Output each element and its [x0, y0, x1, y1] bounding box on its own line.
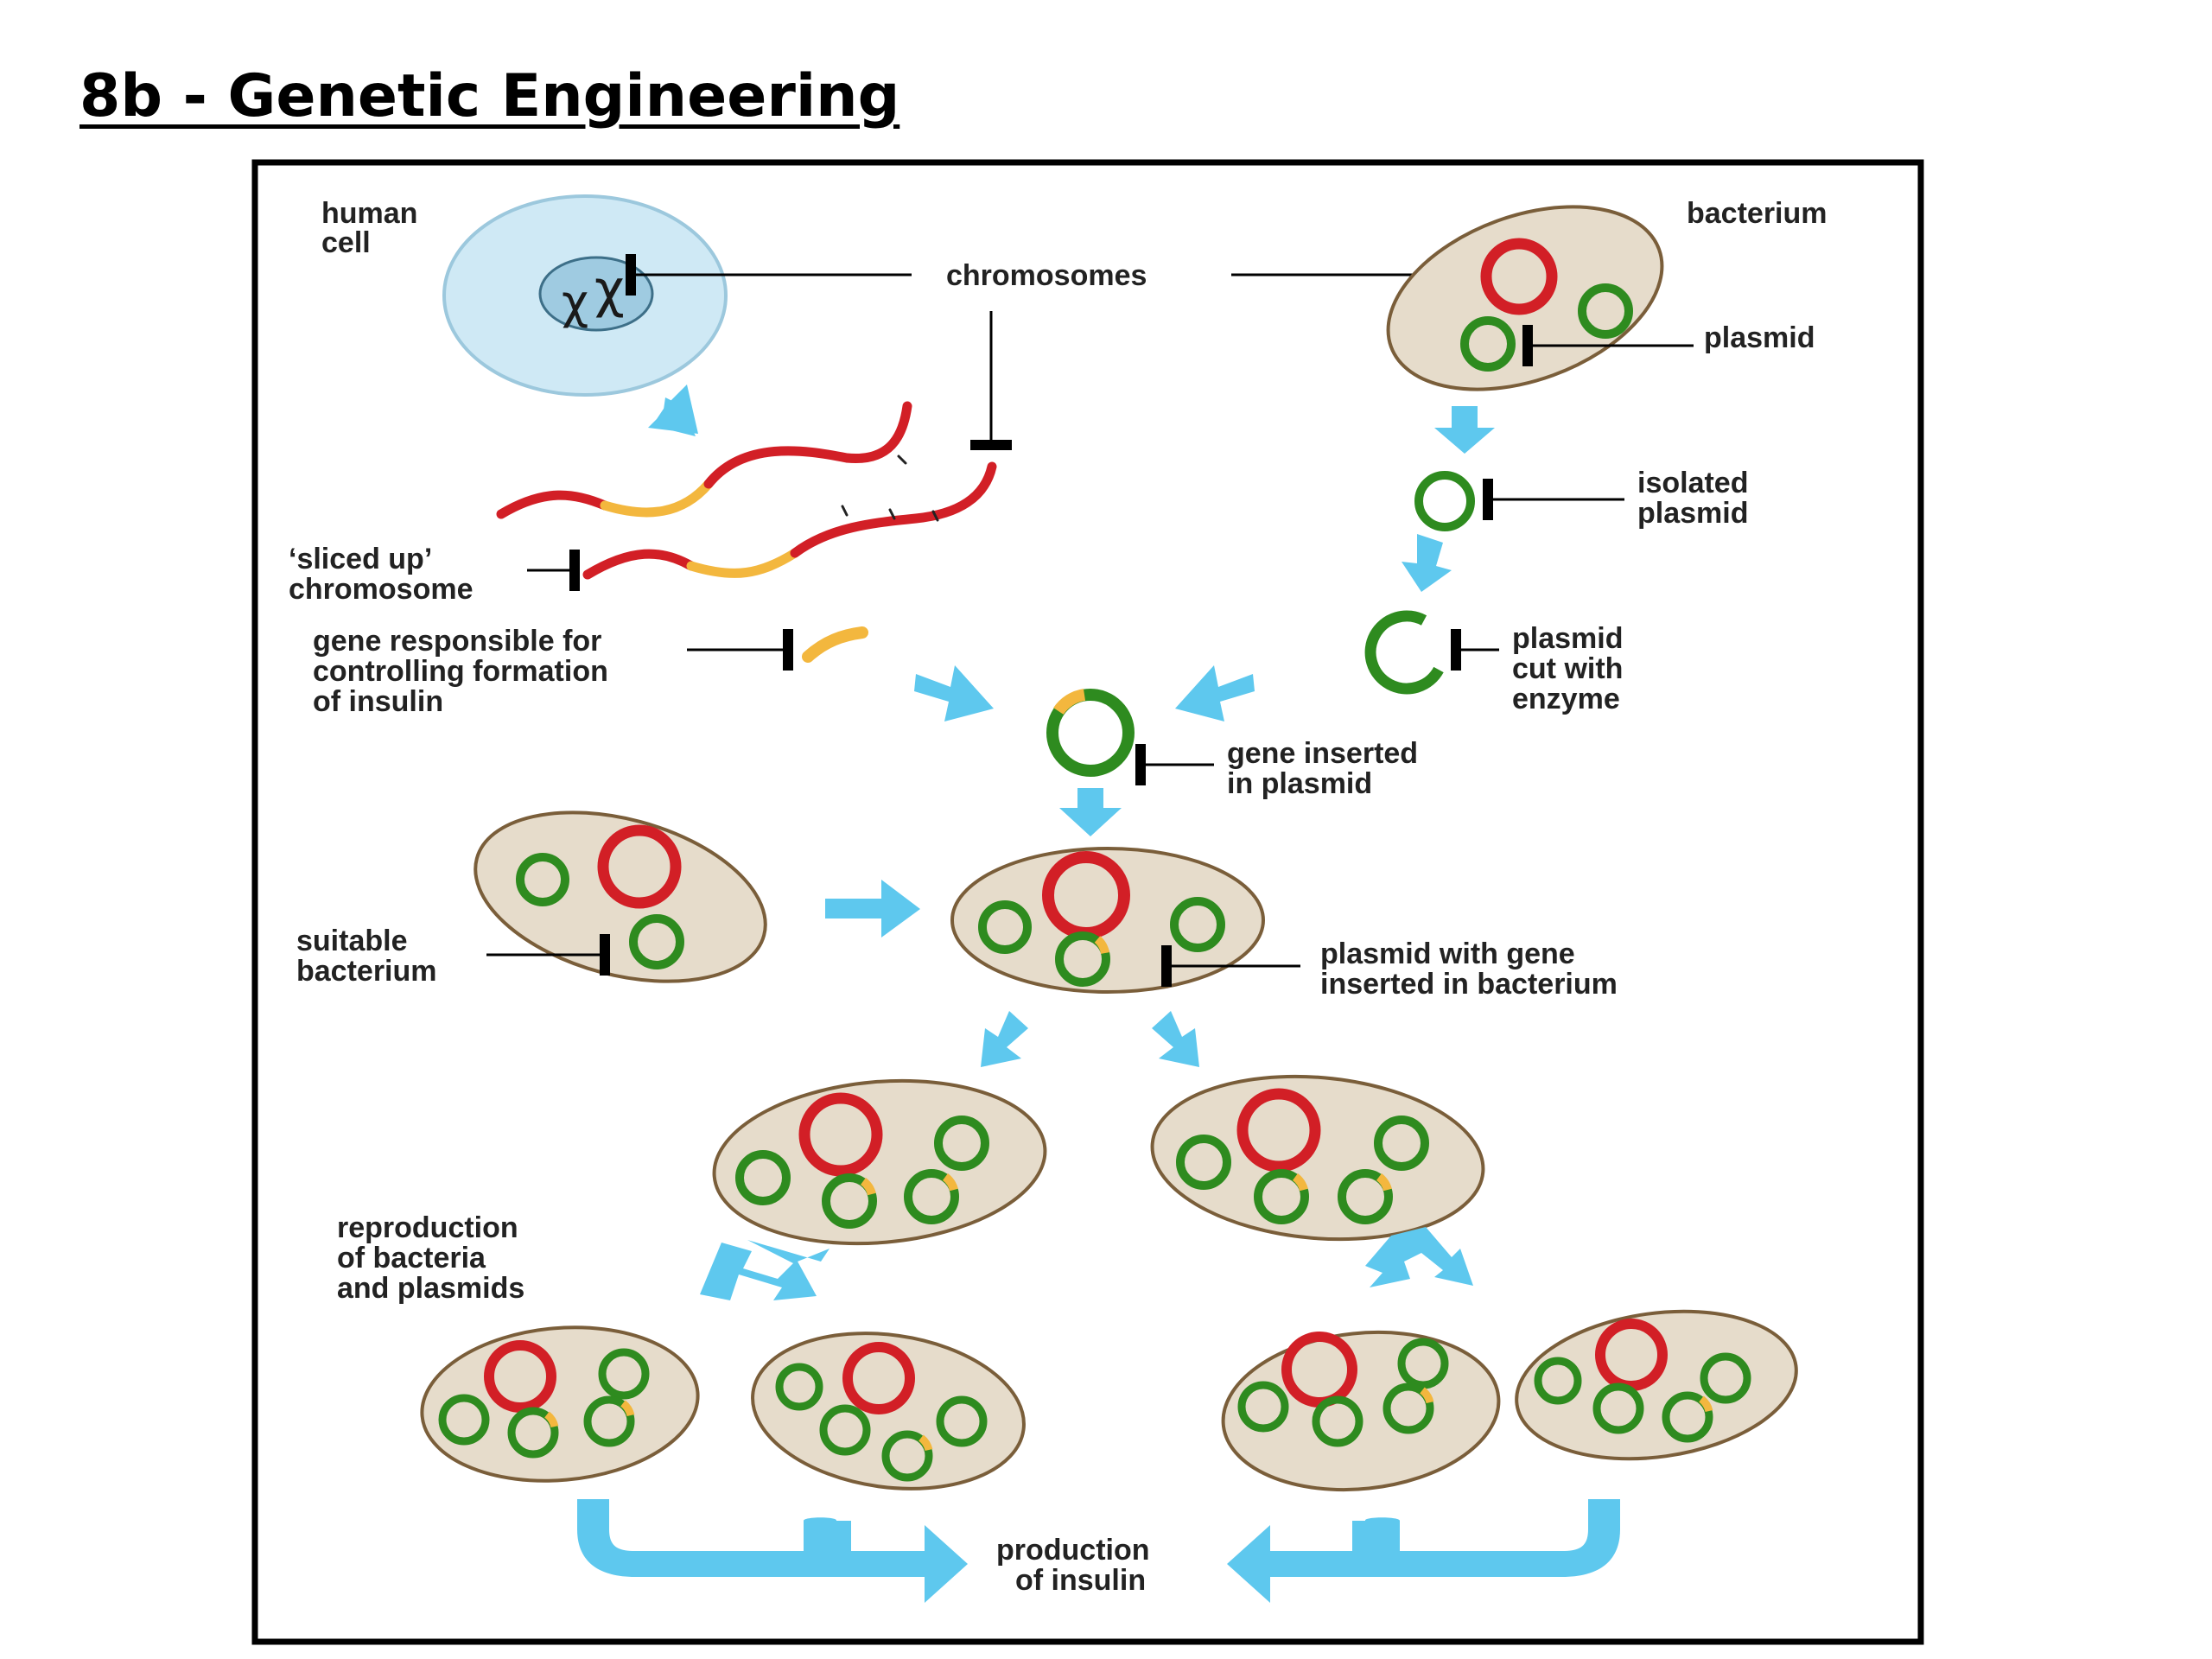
page-title: 8b - Genetic Engineering: [79, 62, 900, 130]
bacterium-gen3-4: [1515, 1309, 1798, 1461]
svg-text:χ: χ: [594, 259, 625, 320]
svg-text:χ: χ: [562, 275, 588, 329]
bacterium-gen3-1: [420, 1325, 700, 1483]
reproduction-label: reproduction of bacteria and plasmids: [337, 1211, 526, 1305]
sliced-chromosome-strands: [496, 401, 997, 580]
flow-arrows: [577, 385, 1620, 1603]
human-cell-label: human cell: [321, 197, 426, 259]
chromosomes-label: chromosomes: [946, 259, 1147, 292]
cut-plasmid: [1364, 610, 1444, 695]
bacterium-gen2-right: [1150, 1074, 1485, 1242]
insulin-gene-label: gene responsible for controlling formati…: [313, 625, 616, 718]
plasmid-label: plasmid: [1704, 321, 1815, 354]
bacterium-gen2-left: [712, 1078, 1047, 1246]
bacterium-gen3-3: [1221, 1330, 1501, 1492]
insulin-gene-fragment: [802, 626, 868, 663]
bacterium-top: [1386, 205, 1664, 391]
suitable-bacterium: [474, 810, 767, 983]
sliced-chromosome-label: ‘sliced up’ chromosome: [289, 543, 474, 606]
recombinant-plasmid: [1046, 689, 1135, 777]
human-cell: χ χ: [442, 194, 728, 397]
bacterium-label: bacterium: [1687, 197, 1827, 230]
bacterium-gen3-2: [751, 1332, 1026, 1491]
production-label: production of insulin: [996, 1534, 1158, 1597]
modified-bacterium: [950, 847, 1265, 994]
plasmid-cut-label: plasmid cut with enzyme: [1512, 622, 1631, 715]
gene-inserted-label: gene inserted in plasmid: [1227, 737, 1427, 800]
suitable-bacterium-label: suitable bacterium: [296, 925, 437, 988]
isolated-plasmid-label: isolated plasmid: [1637, 467, 1757, 530]
diagram-frame: [251, 159, 1924, 1645]
isolated-plasmid: [1414, 471, 1475, 531]
plasmid-in-bacterium-label: plasmid with gene inserted in bacterium: [1320, 938, 1618, 1001]
